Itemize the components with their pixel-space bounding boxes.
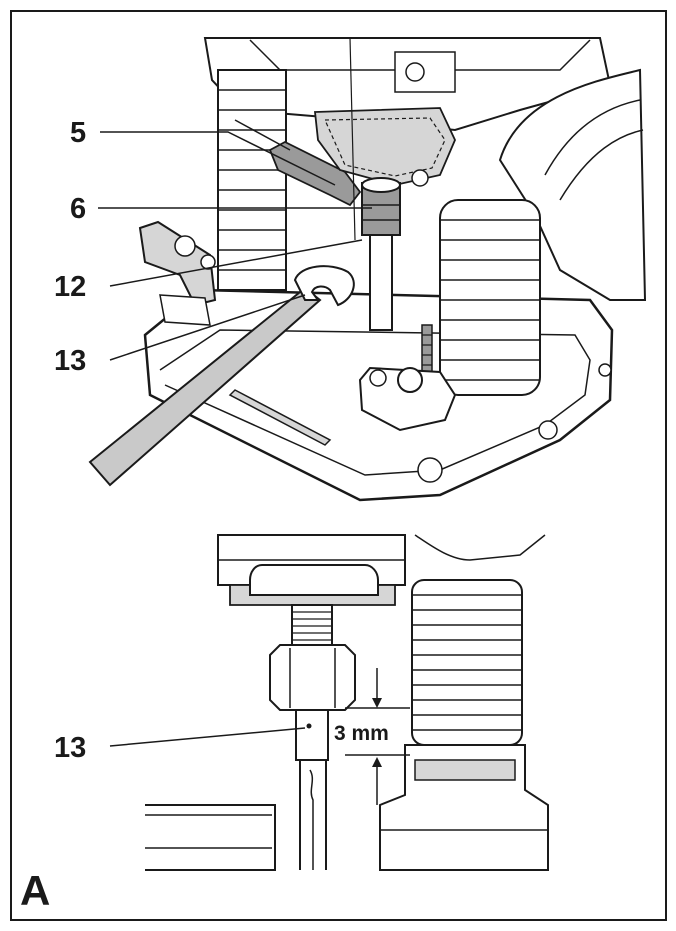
callout-13-detail: 13 (54, 732, 86, 764)
bottom-leader-line (109, 727, 306, 747)
spindle-shaft (369, 234, 393, 331)
router-top-view (88, 37, 647, 502)
panel-letter: A (20, 867, 50, 914)
collet-nut (361, 177, 401, 236)
spindle-lock-lever (234, 119, 362, 207)
spanner-wrench (88, 265, 355, 487)
callout-5: 5 (70, 117, 86, 149)
dimension-label: 3 mm (334, 722, 389, 745)
callout-6: 6 (70, 193, 86, 225)
depth-adjust-rod (358, 324, 457, 432)
collet-detail-view (145, 534, 549, 871)
right-column-bellows (439, 199, 541, 396)
dimension-3mm (345, 668, 410, 805)
top-leader-lines (98, 131, 372, 361)
left-column-bellows (217, 69, 287, 291)
callout-12: 12 (54, 271, 86, 303)
left-knob (138, 220, 217, 326)
callout-13: 13 (54, 345, 86, 377)
